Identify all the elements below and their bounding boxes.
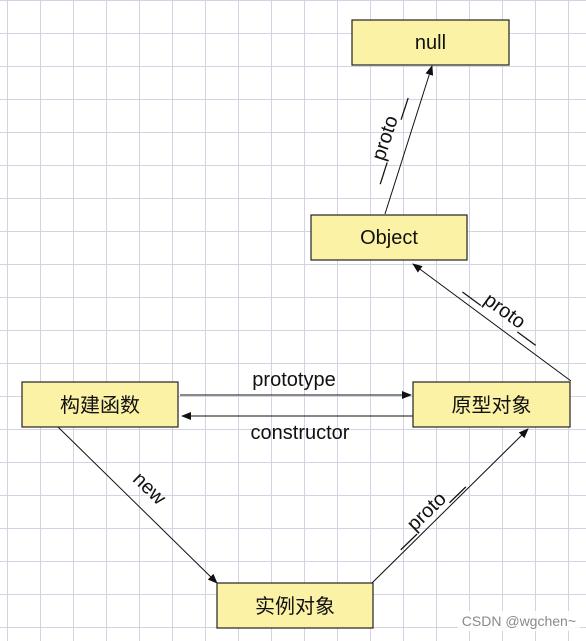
label-object-to-null: __proto__ <box>361 91 410 185</box>
node-instance-label: 实例对象 <box>255 595 335 618</box>
label-instance-to-prototype: __proto__ <box>386 472 467 552</box>
node-constructor-fn-label: 构建函数 <box>60 394 140 417</box>
node-null: null <box>351 19 510 66</box>
node-constructor-fn: 构建函数 <box>21 381 179 428</box>
edge-constructor-to-instance <box>57 426 218 584</box>
label-prototype-to-constructor: constructor <box>251 422 350 444</box>
node-null-label: null <box>415 32 446 54</box>
edge-instance-to-prototype <box>371 428 529 584</box>
node-instance: 实例对象 <box>216 582 374 629</box>
node-object-label: Object <box>360 227 418 249</box>
node-object: Object <box>310 214 468 261</box>
edge-prototype-to-object <box>412 263 572 382</box>
label-constructor-to-prototype: prototype <box>252 369 335 391</box>
label-constructor-to-instance: new <box>128 468 170 510</box>
node-prototype-obj-label: 原型对象 <box>452 394 532 417</box>
label-prototype-to-object: __proto__ <box>461 275 548 347</box>
edge-object-to-null <box>384 65 434 215</box>
watermark: CSDN @wgchen~ <box>457 611 580 631</box>
node-prototype-obj: 原型对象 <box>412 381 571 428</box>
